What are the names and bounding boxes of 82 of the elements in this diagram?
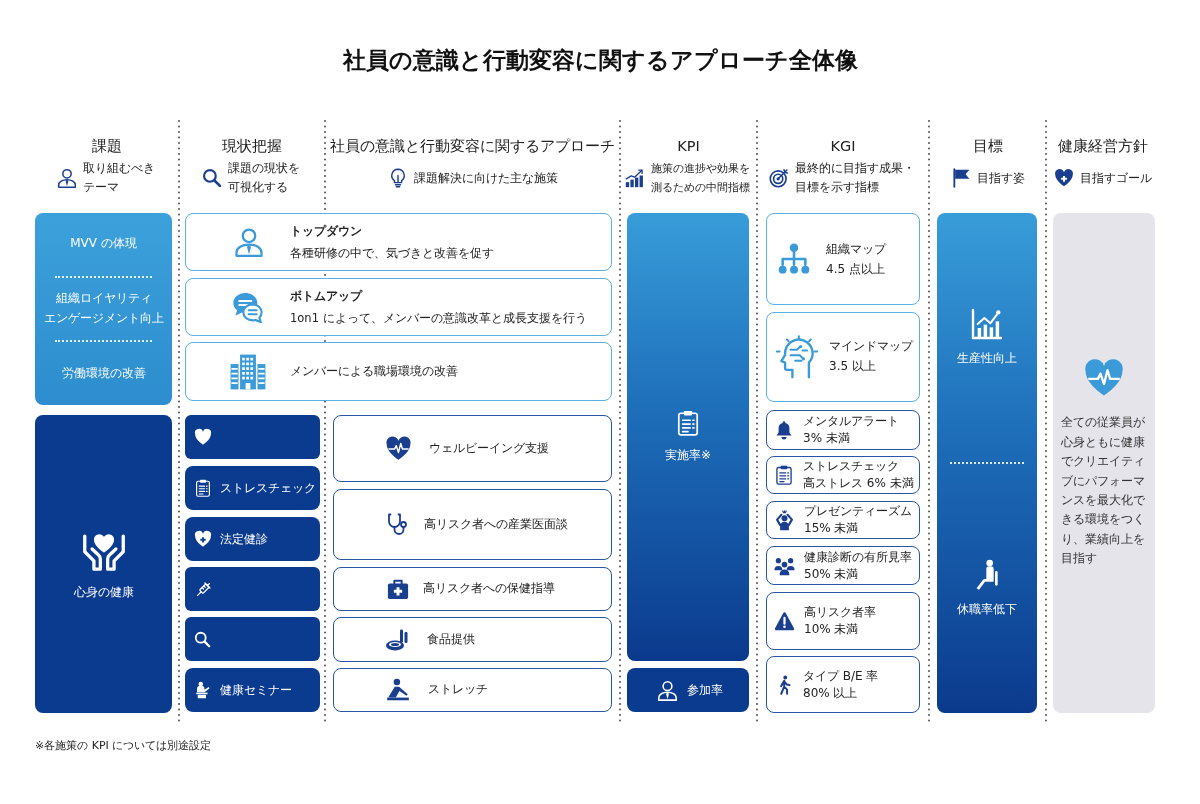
- kgi-card: [766, 656, 920, 713]
- column-description: 目指す姿: [976, 169, 1025, 187]
- card-text: 組織マップ: [826, 240, 886, 258]
- kgi-card: [766, 410, 920, 450]
- card-text: 高リスク者への保健指導: [423, 580, 555, 598]
- card-text: 高ストレス 6% 未満: [803, 475, 914, 492]
- card-text: 健康セミナー: [220, 682, 292, 699]
- card-text: 参加率: [687, 682, 723, 699]
- card-text: ウェルビーイング支援: [429, 439, 549, 457]
- policy-text: 全ての従業員が心身ともに健康でクリエイティブにパフォーマンスを最大化できる環境をつくり、業績向上を目指す: [1060, 414, 1146, 568]
- column-description: 目指すゴール: [1080, 169, 1152, 187]
- column-heading: 目標: [972, 137, 1003, 156]
- survey-card: [185, 668, 320, 712]
- card-text: 高リスク者への産業医面談: [424, 515, 568, 533]
- column-heading: 健康経営方針: [1058, 137, 1148, 156]
- column-heading: KGI: [830, 137, 856, 156]
- card-text: 心身の健康: [73, 584, 134, 601]
- kgi-card: [766, 592, 920, 650]
- kgi-card: [766, 312, 920, 402]
- column-description: 課題解決に向けた主な施策: [413, 169, 558, 187]
- card-text: 1on1 によって、メンバーの意識改革と成長支援を行う: [290, 310, 587, 327]
- survey-card: [185, 517, 320, 561]
- card-text: マインドマップ: [829, 338, 913, 356]
- card-heading: トップダウン: [290, 222, 362, 240]
- card-text: 労働環境の改善: [61, 364, 146, 382]
- kpi-panel: [627, 213, 749, 661]
- card-text: メンバーによる職場環境の改善: [290, 362, 458, 380]
- card-text: 休職率低下: [957, 601, 1017, 618]
- theme-panel: [35, 213, 172, 405]
- column-heading: KPI: [677, 137, 700, 156]
- card-text: 3.5 以上: [829, 358, 876, 375]
- card-text: 健康診断の有所見率: [804, 548, 912, 566]
- card-text: 4.5 点以上: [826, 261, 885, 278]
- policy-panel: [1053, 213, 1155, 713]
- card-text: 法定健診: [220, 531, 268, 548]
- kgi-card: [766, 213, 920, 305]
- theme-panel: [35, 415, 172, 713]
- card-text: ストレスチェック: [220, 480, 316, 497]
- approach-card: [333, 617, 612, 662]
- card-text: 食品提供: [427, 630, 475, 648]
- card-text: ストレッチ: [428, 681, 488, 699]
- survey-card: [185, 415, 320, 459]
- column-heading: 課題: [92, 137, 122, 156]
- footnote: ※各施策の KPI については別途設定: [35, 738, 212, 754]
- survey-card: [185, 567, 320, 611]
- card-text: MVV の体現: [70, 235, 137, 253]
- column-heading: 現状把握: [222, 137, 282, 156]
- column-heading: 社員の意識と行動変容に関するアプローチ: [330, 137, 615, 156]
- card-text: エンゲージメント向上: [43, 310, 164, 327]
- card-text: ストレスチェック: [803, 458, 899, 475]
- approach-card: [333, 489, 612, 560]
- card-text: メンタルアラート 3% 未満: [803, 413, 900, 447]
- approach-card: [333, 567, 612, 611]
- approach-card: [185, 213, 612, 271]
- column-description: 最終的に目指す成果・目標を示す指標: [794, 160, 916, 196]
- card-text: 高リスク者率: [804, 604, 876, 621]
- card-text: 生産性向上: [957, 350, 1017, 367]
- approach-card: [333, 415, 612, 482]
- column-description: 課題の現状を可視化する: [227, 160, 301, 196]
- kgi-card: [766, 501, 920, 539]
- column-description: 施策の進捗や効果を測るための中間指標: [651, 161, 752, 196]
- kpi-card: [627, 668, 749, 712]
- goal-panel: [937, 213, 1037, 713]
- card-text: 組織ロイヤリティ: [55, 290, 152, 308]
- kgi-card: [766, 546, 920, 585]
- card-text: タイプ B/E 率: [803, 667, 879, 685]
- card-text: 10% 未満: [804, 621, 859, 638]
- card-text: 実施率※: [664, 447, 712, 464]
- card-text: プレゼンティーズム: [804, 503, 912, 520]
- card-text: 50% 未満: [804, 565, 859, 583]
- column-description: 取り組むべきテーマ: [82, 160, 156, 196]
- card-text: 各種研修の中で、気づきと改善を促す: [290, 245, 494, 262]
- survey-card: [185, 617, 320, 661]
- approach-card: [185, 342, 612, 401]
- card-text: 15% 未満: [804, 520, 859, 537]
- card-text: 80% 以上: [803, 684, 858, 702]
- page-title: 社員の意識と行動変容に関するアプローチ全体像: [342, 46, 858, 75]
- kgi-card: [766, 456, 920, 494]
- survey-card: [185, 466, 320, 510]
- approach-card: [185, 278, 612, 336]
- approach-card: [333, 668, 612, 712]
- card-heading: ボトムアップ: [290, 287, 362, 305]
